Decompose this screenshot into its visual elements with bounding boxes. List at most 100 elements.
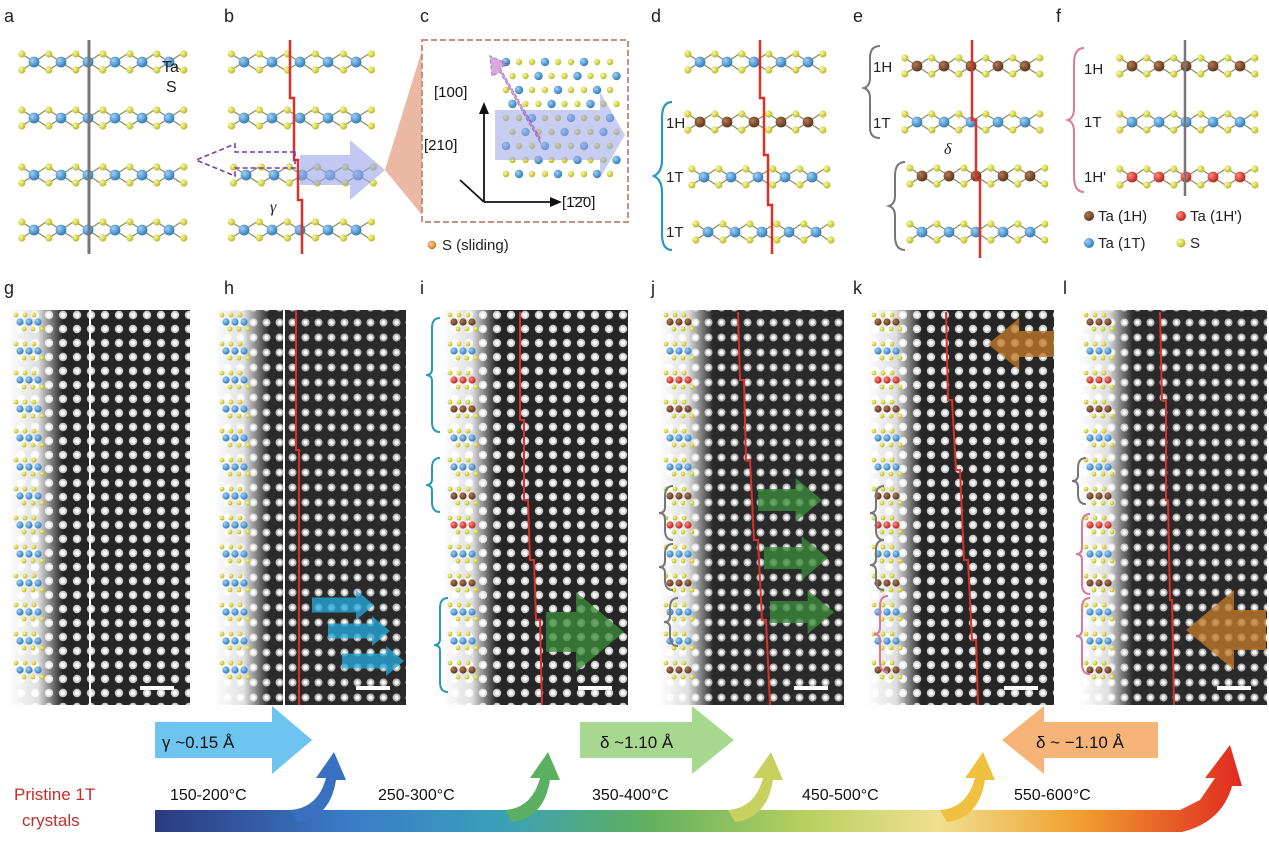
stem-s-atom [13, 399, 19, 405]
layer-e-1 [901, 110, 1044, 134]
ta-atom [136, 112, 148, 124]
stem-s-atom [889, 660, 895, 666]
s-atom [765, 50, 773, 58]
stem-s-atom [447, 370, 453, 376]
stem-ta-atom [1095, 579, 1103, 587]
stem-s-atom [227, 355, 233, 361]
stem-s-atom [455, 442, 461, 448]
ta-atom [997, 170, 1009, 182]
layer-d-2 [688, 165, 831, 189]
s-atom [126, 66, 134, 74]
stem-ta-atom [34, 608, 42, 616]
stem-s-atom [871, 602, 877, 608]
stem-ta-atom [450, 492, 458, 500]
stem-s-atom [465, 660, 471, 666]
stem-ta-atom [1104, 608, 1112, 616]
stem-s-atom [1083, 370, 1089, 376]
stem-s-atom [888, 616, 894, 622]
stem-ta-atom [1095, 347, 1103, 355]
stem-s-atom [880, 660, 886, 666]
stem-ta-atom [675, 637, 683, 645]
s-atom [982, 110, 990, 118]
stem-s-atom [228, 399, 234, 405]
s-atom [99, 218, 107, 226]
stem-s-atom [1092, 660, 1098, 666]
stem-s-atom [879, 529, 885, 535]
stem-ta-atom [892, 666, 900, 674]
stem-s-atom [219, 312, 225, 318]
stem-ta-atom [231, 318, 239, 326]
stem-s-atom [1101, 370, 1107, 376]
s-atom [180, 50, 188, 58]
stem-s-atom [21, 645, 27, 651]
delta-neg-arrow [1002, 706, 1158, 774]
layer-d-3 [692, 220, 835, 244]
s-atom [746, 236, 754, 244]
lattice-atom [612, 71, 621, 81]
stem-ta-atom [883, 347, 891, 355]
stem-s-atom [1091, 442, 1097, 448]
stem-s-atom [897, 355, 903, 361]
stem-s-atom [1101, 341, 1107, 347]
stem-ta-atom [231, 608, 239, 616]
stem-ta-atom [468, 666, 476, 674]
stem-ta-atom [25, 405, 33, 413]
s-atom [283, 122, 291, 130]
stem-s-atom [456, 370, 462, 376]
stem-s-atom [245, 413, 251, 419]
stem-ta-atom [892, 550, 900, 558]
stem-s-atom [888, 326, 894, 332]
panel-label-b: b [224, 6, 234, 26]
stem-s-atom [31, 573, 37, 579]
stem-s-atom [447, 457, 453, 463]
ta-atom [1207, 171, 1219, 183]
stem-s-atom [1100, 645, 1106, 651]
pristine-label-1: Pristine 1T [14, 785, 95, 804]
f-label-1t: 1T [1084, 114, 1102, 131]
stem-s-atom [680, 500, 686, 506]
stem-s-atom [39, 645, 45, 651]
lattice-atom [535, 100, 542, 108]
stem-s-atom [888, 500, 894, 506]
stem-s-atom [1083, 631, 1089, 637]
stem-s-atom [689, 558, 695, 564]
stem-ta-atom [1095, 637, 1103, 645]
s-atom [711, 50, 719, 58]
ta-atom [970, 226, 982, 238]
stem-ta-atom [675, 521, 683, 529]
ta-atom [1126, 171, 1138, 183]
stem-s-atom [1100, 384, 1106, 390]
stem-ta-atom [892, 376, 900, 384]
stem-s-atom [1091, 326, 1097, 332]
s-atom [126, 163, 134, 171]
s-atom [933, 180, 941, 188]
s-atom [99, 50, 107, 58]
s-atom [1197, 126, 1205, 134]
s-atom [928, 126, 936, 134]
stem-ta-atom [468, 405, 476, 413]
stem-ta-atom [459, 347, 467, 355]
s-atom [255, 234, 263, 242]
stem-s-atom [455, 529, 461, 535]
stem-ta-atom [240, 318, 248, 326]
stem-s-atom [465, 341, 471, 347]
stem-s-atom [30, 674, 36, 680]
stem-ta-atom [1095, 434, 1103, 442]
panel-label-l: l [1063, 278, 1067, 298]
stem-s-atom [227, 587, 233, 593]
s-atom [153, 218, 161, 226]
stem-s-atom [465, 602, 471, 608]
s-atom [684, 126, 692, 134]
stem-ta-atom [1095, 550, 1103, 558]
dir-120-label: [1̄2̄0] [562, 194, 595, 211]
stem-s-atom [1083, 428, 1089, 434]
ta-atom [163, 112, 175, 124]
d-label-1t-b: 1T [666, 224, 684, 241]
stem-s-atom [227, 500, 233, 506]
s-atom [18, 179, 26, 187]
stem-ta-atom [892, 521, 900, 529]
stem-s-atom [13, 515, 19, 521]
stem-ta-atom [25, 347, 33, 355]
s-atom [72, 122, 80, 130]
step-label-1: 150-200°C [170, 787, 247, 804]
